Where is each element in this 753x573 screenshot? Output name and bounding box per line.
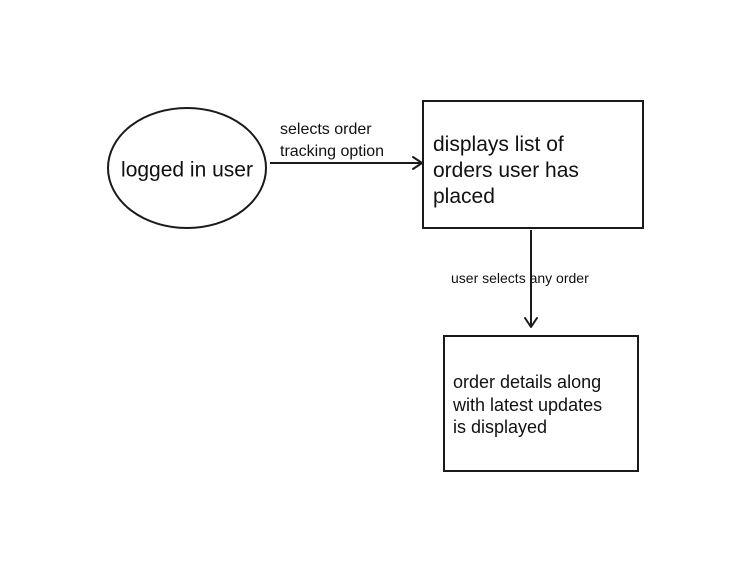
order-details-box — [443, 335, 639, 472]
edge-select-order: user selects any order — [451, 230, 589, 328]
edge-label: user selects any order — [451, 270, 589, 286]
order-details-line3: is displayed — [453, 417, 547, 437]
order-details-line1: order details along — [453, 372, 601, 392]
orders-list-line3: placed — [433, 185, 495, 208]
order-details-line2: with latest updates — [452, 395, 602, 415]
edge-label-line1: selects order — [280, 121, 372, 138]
edge-select-tracking: selects order tracking option — [270, 121, 423, 170]
edge-label-line2: tracking option — [280, 143, 384, 160]
arrowhead — [524, 317, 538, 328]
orders-list-box — [422, 100, 644, 229]
user-ellipse — [107, 107, 267, 229]
user-label: logged in user — [121, 159, 253, 182]
node-logged-in-user: logged in user — [107, 107, 267, 229]
orders-list-line2: orders user has — [433, 159, 579, 182]
node-order-details: order details along with latest updates … — [443, 335, 639, 472]
node-orders-list: displays list of orders user has placed — [422, 100, 644, 229]
orders-list-line1: displays list of — [433, 133, 564, 156]
